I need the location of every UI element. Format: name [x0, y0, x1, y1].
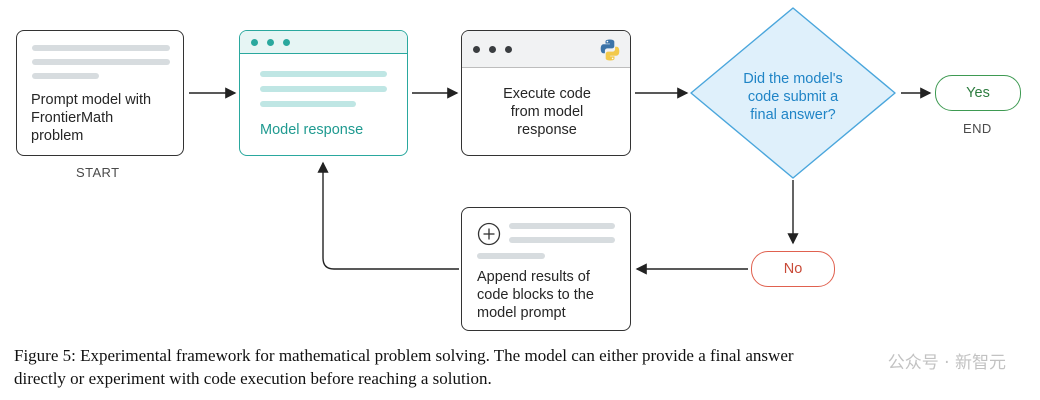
placeholder-line: [260, 101, 356, 107]
window-header: [240, 31, 407, 54]
figure-caption: Figure 5: Experimental framework for mat…: [14, 344, 1029, 390]
placeholder-line: [509, 223, 615, 229]
placeholder-line: [509, 237, 615, 243]
placeholder-line: [32, 45, 170, 51]
execute-code-text: Execute code from model response: [503, 86, 591, 138]
caption-line-2: directly or experiment with code executi…: [14, 369, 492, 388]
prompt-node-text: Prompt model with FrontierMath problem: [31, 92, 152, 144]
append-results-text: Append results of code blocks to the mod…: [477, 269, 594, 321]
append-results-node: Append results of code blocks to the mod…: [461, 207, 631, 331]
window-dots-icon: [473, 46, 512, 53]
end-label: END: [963, 121, 992, 136]
placeholder-line: [32, 59, 170, 65]
model-response-text: Model response: [260, 122, 364, 138]
arrow-append-to-response: [317, 161, 459, 270]
prompt-node: Prompt model with FrontierMath problem: [16, 30, 184, 156]
watermark: 公众号 · 新智元: [887, 353, 1006, 373]
python-icon: [600, 39, 620, 61]
decision-text: Did the model's code submit a final answ…: [743, 71, 843, 123]
execute-code-node: Execute code from model response: [461, 30, 631, 156]
placeholder-line: [32, 73, 99, 79]
model-response-node: Model response: [239, 30, 408, 156]
yes-node: Yes: [935, 75, 1021, 111]
window-dots-icon: [251, 39, 290, 46]
decision-diamond: [690, 7, 896, 179]
plus-circle-icon: [477, 222, 501, 246]
placeholder-line: [260, 71, 387, 77]
no-node: No: [751, 251, 835, 287]
caption-line-1: Figure 5: Experimental framework for mat…: [14, 346, 794, 365]
placeholder-line: [477, 253, 545, 259]
placeholder-line: [260, 86, 387, 92]
start-label: START: [76, 165, 120, 180]
